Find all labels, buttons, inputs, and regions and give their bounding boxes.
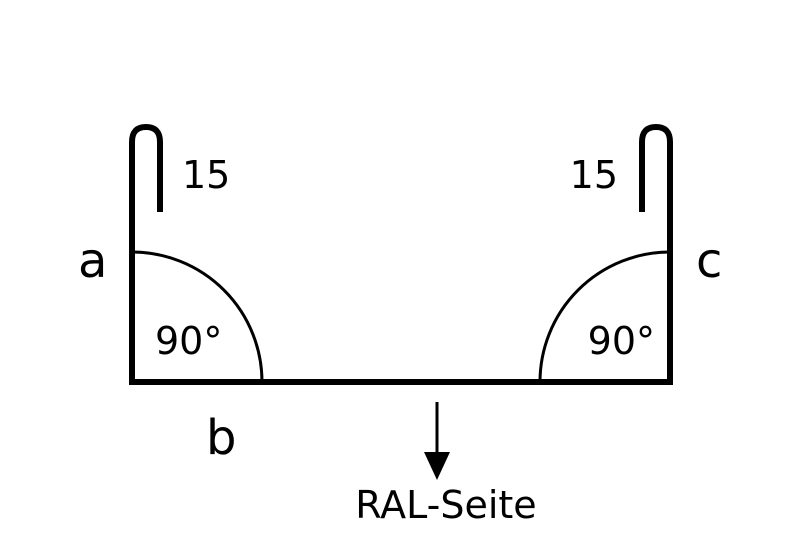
hem-label-right: 15 xyxy=(570,153,618,197)
angle-label-right: 90° xyxy=(588,319,655,363)
ral-side-label: RAL-Seite xyxy=(355,483,536,527)
angle-arc-right xyxy=(538,250,671,383)
hem-label-left: 15 xyxy=(182,153,230,197)
side-label-a: a xyxy=(78,233,107,289)
profile-outline xyxy=(129,123,673,385)
side-label-b: b xyxy=(206,410,236,466)
side-label-c: c xyxy=(696,233,722,289)
angle-arc-left xyxy=(131,250,264,383)
ral-side-arrow-head xyxy=(424,452,450,480)
angle-label-left: 90° xyxy=(155,319,222,363)
